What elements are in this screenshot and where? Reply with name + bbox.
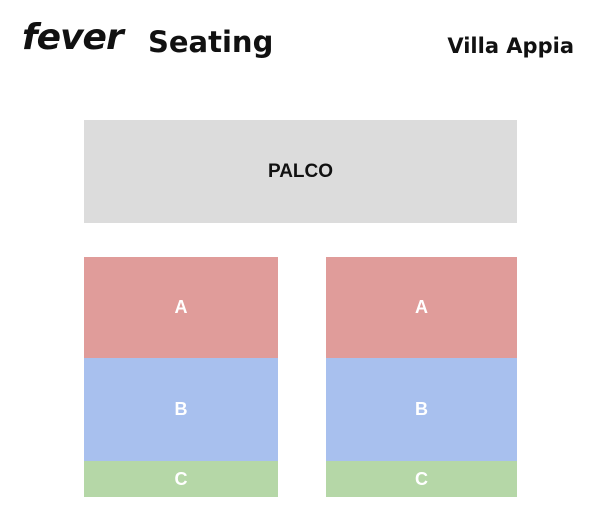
left-section-b[interactable]: B — [84, 358, 278, 461]
right-section-a[interactable]: A — [326, 257, 517, 358]
fever-logo: fever — [22, 17, 124, 58]
page-title: Seating — [148, 25, 274, 59]
venue-name: Villa Appia — [447, 34, 574, 58]
left-section-c[interactable]: C — [84, 461, 278, 497]
left-section-a[interactable]: A — [84, 257, 278, 358]
right-section-b[interactable]: B — [326, 358, 517, 461]
stage-palco: PALCO — [84, 120, 517, 223]
right-section-c[interactable]: C — [326, 461, 517, 497]
